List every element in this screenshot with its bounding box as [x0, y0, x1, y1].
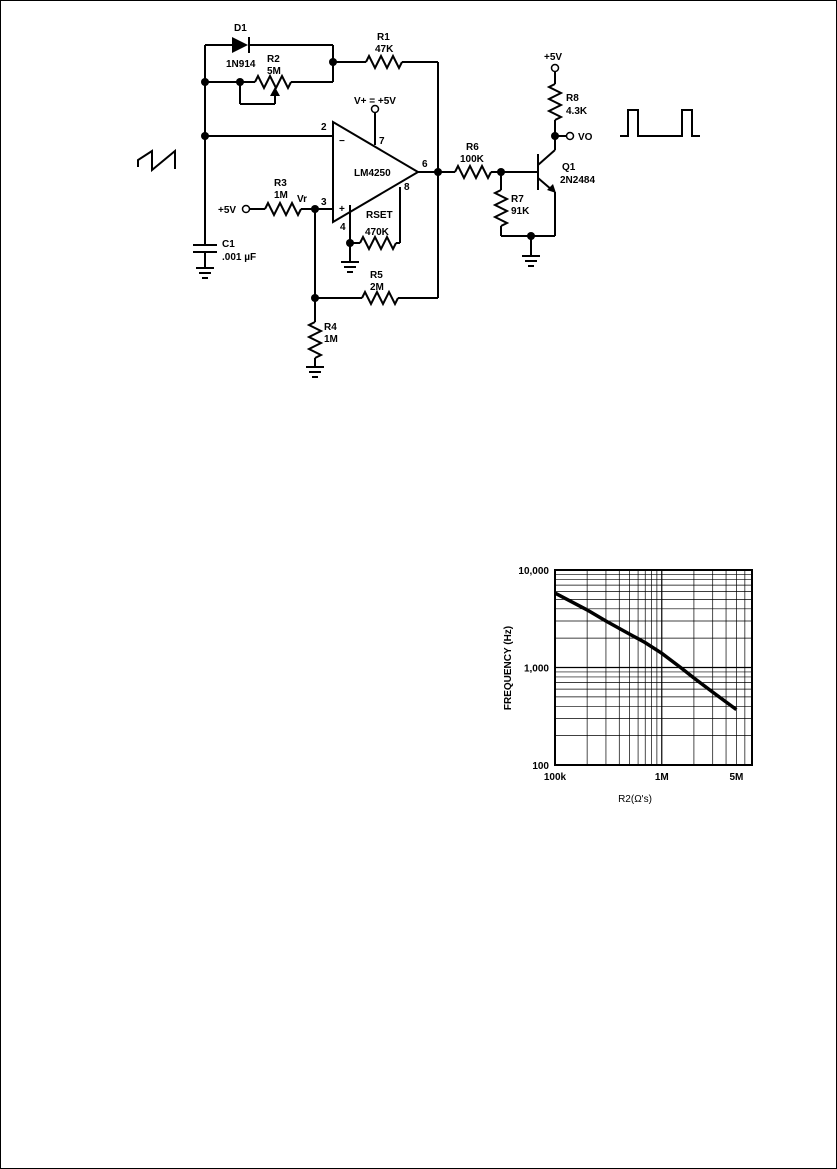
resistor-r3-icon — [264, 200, 302, 218]
opamp-pin8: 8 — [404, 182, 410, 193]
q1-part: 2N2484 — [560, 175, 595, 186]
r1-value: 47K — [375, 44, 394, 55]
junction — [311, 205, 319, 213]
square-waveform-icon — [620, 109, 700, 137]
d1-ref: D1 — [234, 23, 247, 34]
resistor-rset-icon — [359, 234, 397, 252]
opamp-supply-label: V+ = +5V — [354, 96, 396, 107]
rset-label: RSET — [366, 210, 393, 221]
vr-label: Vr — [297, 194, 307, 205]
r2-value: 5M — [267, 66, 281, 77]
x-tick-labels: 100k 1M 5M — [544, 772, 743, 783]
transistor-q1-collector — [537, 149, 556, 166]
y-tick-label: 10,000 — [518, 566, 549, 577]
resistor-r6-icon — [454, 163, 492, 181]
junction — [201, 78, 209, 86]
pot-wiper-arrow-icon — [270, 87, 280, 96]
supply-terminal — [241, 204, 251, 214]
y-tick-label: 100 — [532, 761, 549, 772]
r7-value: 91K — [511, 206, 530, 217]
r7-ref: R7 — [511, 194, 524, 205]
q1-ref: Q1 — [562, 162, 576, 173]
junction — [311, 294, 319, 302]
r3-supply: +5V — [218, 205, 236, 216]
junction — [551, 132, 559, 140]
resistor-r5-icon — [361, 289, 399, 307]
r1-ref: R1 — [377, 32, 390, 43]
r4-value: 1M — [324, 334, 338, 345]
x-tick-label: 1M — [655, 772, 669, 783]
supply-terminal — [370, 104, 380, 114]
x-tick-label: 100k — [544, 772, 567, 783]
opamp-pin2: 2 — [321, 122, 327, 133]
vo-label: VO — [578, 132, 593, 143]
x-axis-label: R2(Ω's) — [618, 794, 652, 805]
r8-value: 4.3K — [566, 106, 588, 117]
diode-d1-icon — [232, 37, 248, 53]
r3-ref: R3 — [274, 178, 287, 189]
x-tick-label: 5M — [729, 772, 743, 783]
r4-ref: R4 — [324, 322, 337, 333]
junction — [497, 168, 505, 176]
r5-ref: R5 — [370, 270, 383, 281]
junction — [346, 239, 354, 247]
opamp-part: LM4250 — [354, 168, 391, 179]
opamp-pin4: 4 — [340, 222, 346, 233]
resistor-r8-icon — [546, 83, 564, 121]
junction — [329, 58, 337, 66]
r5-value: 2M — [370, 282, 384, 293]
r6-ref: R6 — [466, 142, 479, 153]
opamp-pin6: 6 — [422, 159, 428, 170]
r8-ref: R8 — [566, 93, 579, 104]
y-axis-label: FREQUENCY (Hz) — [503, 626, 514, 710]
c1-value: .001 µF — [222, 252, 256, 263]
sawtooth-waveform-icon — [137, 148, 176, 173]
c1-ref: C1 — [222, 239, 235, 250]
junction — [527, 232, 535, 240]
r2-ref: R2 — [267, 54, 280, 65]
supply-terminal — [550, 63, 560, 73]
transistor-emitter-arrow-icon — [547, 184, 556, 193]
rset-value: 470K — [365, 227, 390, 238]
junction — [201, 132, 209, 140]
opamp-pin7: 7 — [379, 136, 385, 147]
opamp-plus: + — [339, 204, 345, 215]
r8-supply: +5V — [544, 52, 562, 63]
r3-value: 1M — [274, 190, 288, 201]
opamp-minus: − — [339, 136, 345, 147]
opamp-lm4250-icon — [332, 120, 420, 224]
junction — [434, 168, 442, 176]
opamp-pin3: 3 — [321, 197, 327, 208]
d1-part: 1N914 — [226, 59, 256, 70]
plot-frame — [554, 569, 753, 766]
y-tick-labels: 100 1,000 10,000 — [518, 566, 549, 772]
r6-value: 100K — [460, 154, 485, 165]
junction — [236, 78, 244, 86]
output-terminal — [565, 131, 575, 141]
frequency-curve — [554, 591, 738, 712]
chart-grid — [555, 570, 752, 765]
resistor-r7-icon — [492, 189, 510, 227]
resistor-r4-icon — [306, 321, 324, 359]
resistor-r1-icon — [365, 53, 403, 71]
y-tick-label: 1,000 — [524, 664, 549, 675]
resistor-r2-icon — [254, 73, 292, 91]
